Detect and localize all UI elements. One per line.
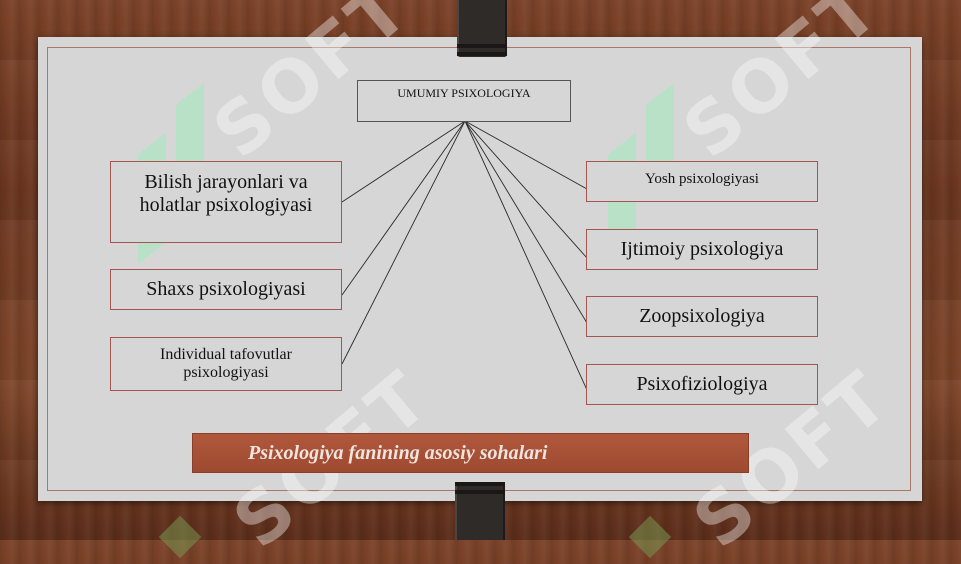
caption-banner: Psixologiya fanining asosiy sohalari (192, 433, 749, 473)
branch-node-label: Zoopsixologiya (639, 305, 765, 327)
branch-node-left: Individual tafovutlar psixologiyasi (110, 337, 342, 391)
connector-line (341, 120, 466, 203)
branch-node-right: Zoopsixologiya (586, 296, 818, 337)
connector-line (464, 120, 588, 391)
binder-clip-bottom (455, 482, 505, 540)
connector-line (341, 120, 466, 365)
branch-node-label: Shaxs psixologiyasi (146, 278, 306, 300)
branch-node-label: Ijtimoiy psixologiya (620, 238, 784, 260)
connector-line (464, 120, 588, 259)
root-node: UMUMIY PSIXOLOGIYA (357, 80, 571, 122)
binder-clip-top (457, 0, 507, 57)
branch-node-label: Psixofiziologiya (636, 373, 768, 395)
branch-node-right: Yosh psixologiyasi (586, 161, 818, 202)
connector-line (464, 120, 588, 190)
connector-lines (341, 120, 588, 391)
branch-node-right: Ijtimoiy psixologiya (586, 229, 818, 270)
branch-node-label: Bilish jarayonlari va holatlar psixologi… (139, 171, 313, 216)
branch-node-left: Bilish jarayonlari va holatlar psixologi… (110, 161, 342, 243)
branch-node-left: Shaxs psixologiyasi (110, 269, 342, 310)
branch-node-right: Psixofiziologiya (586, 364, 818, 405)
connector-line (341, 120, 466, 296)
root-node-label: UMUMIY PSIXOLOGIYA (397, 86, 531, 100)
connector-line (464, 120, 588, 324)
branch-node-label: Yosh psixologiyasi (645, 171, 759, 187)
branch-node-label: Individual tafovutlar psixologiyasi (160, 345, 292, 381)
caption-text: Psixologiya fanining asosiy sohalari (248, 441, 548, 464)
